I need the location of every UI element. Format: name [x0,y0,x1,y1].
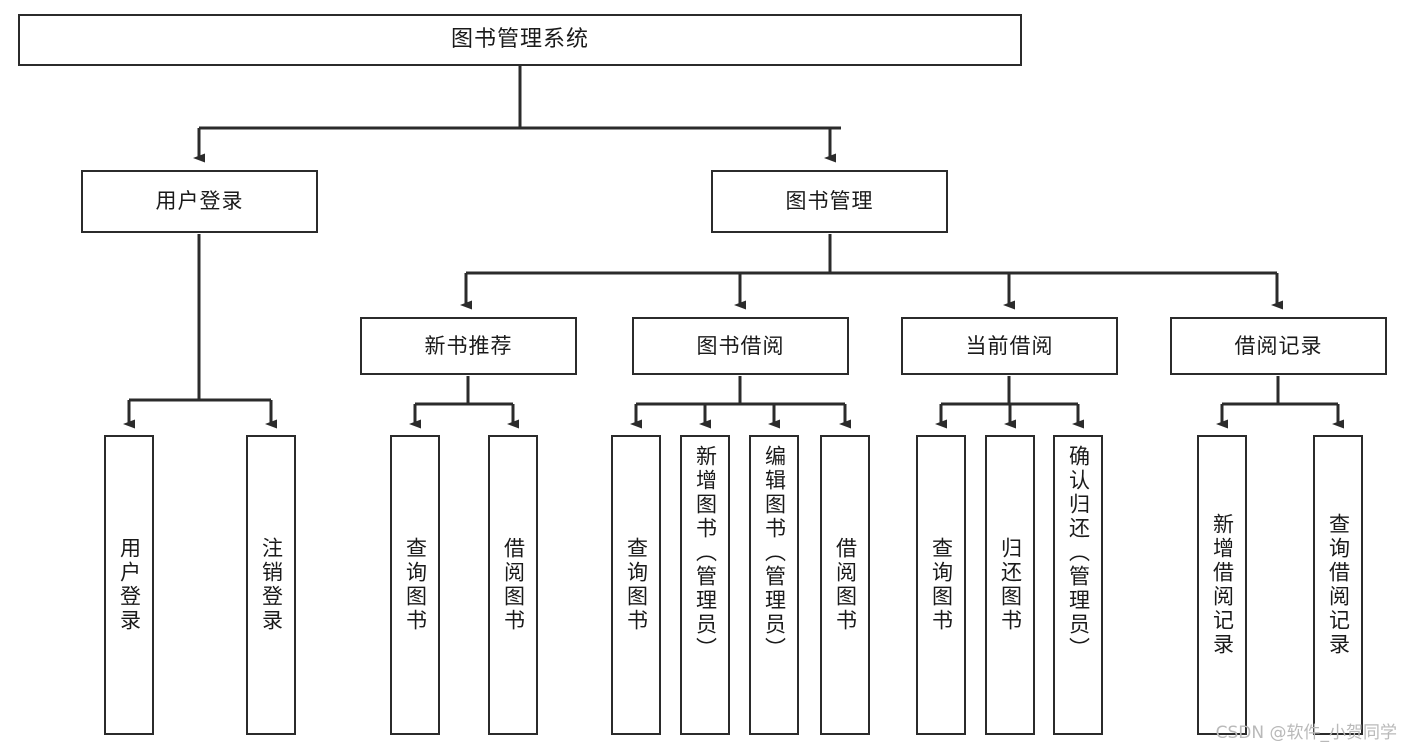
node-leaf-confirm-return[interactable]: 确认归还（管理员） [1053,435,1103,735]
node-leaf-user-login-label: 用户登录 [117,537,142,633]
node-leaf-add-book-label: 新增图书（管理员） [693,445,718,661]
node-root[interactable]: 图书管理系统 [18,14,1022,66]
node-leaf-add-book[interactable]: 新增图书（管理员） [680,435,730,735]
node-root-label: 图书管理系统 [450,27,589,53]
node-leaf-query-record-label: 查询借阅记录 [1326,513,1351,657]
node-leaf-query-record[interactable]: 查询借阅记录 [1313,435,1363,735]
node-borrow-record-label: 借阅记录 [1234,333,1323,358]
node-new-book-rec-label: 新书推荐 [424,333,513,358]
node-leaf-return-book[interactable]: 归还图书 [985,435,1035,735]
node-leaf-return-book-label: 归还图书 [998,537,1023,633]
node-leaf-query-book-2[interactable]: 查询图书 [611,435,661,735]
node-book-manage[interactable]: 图书管理 [711,170,948,233]
node-leaf-query-book-3-label: 查询图书 [929,537,954,633]
node-leaf-borrow-book-2[interactable]: 借阅图书 [820,435,870,735]
node-leaf-logout-label: 注销登录 [259,537,284,633]
node-user-login[interactable]: 用户登录 [81,170,318,233]
node-leaf-query-book-1-label: 查询图书 [403,537,428,633]
node-leaf-query-book-1[interactable]: 查询图书 [390,435,440,735]
node-borrow-record[interactable]: 借阅记录 [1170,317,1387,375]
node-leaf-edit-book[interactable]: 编辑图书（管理员） [749,435,799,735]
node-new-book-rec[interactable]: 新书推荐 [360,317,577,375]
node-leaf-confirm-return-label: 确认归还（管理员） [1066,445,1091,661]
node-book-manage-label: 图书管理 [785,189,874,214]
node-leaf-add-record[interactable]: 新增借阅记录 [1197,435,1247,735]
node-user-login-label: 用户登录 [155,189,244,214]
node-leaf-add-record-label: 新增借阅记录 [1210,513,1235,657]
node-leaf-query-book-3[interactable]: 查询图书 [916,435,966,735]
node-leaf-borrow-book-1-label: 借阅图书 [501,537,526,633]
watermark: CSDN @软件_小贺同学 [1215,723,1397,743]
node-leaf-edit-book-label: 编辑图书（管理员） [762,445,787,661]
node-leaf-borrow-book-1[interactable]: 借阅图书 [488,435,538,735]
node-book-borrow-label: 图书借阅 [696,333,785,358]
node-book-borrow[interactable]: 图书借阅 [632,317,849,375]
node-leaf-borrow-book-2-label: 借阅图书 [833,537,858,633]
node-leaf-query-book-2-label: 查询图书 [624,537,649,633]
node-leaf-user-login[interactable]: 用户登录 [104,435,154,735]
node-leaf-logout[interactable]: 注销登录 [246,435,296,735]
node-current-borrow[interactable]: 当前借阅 [901,317,1118,375]
node-current-borrow-label: 当前借阅 [965,333,1054,358]
